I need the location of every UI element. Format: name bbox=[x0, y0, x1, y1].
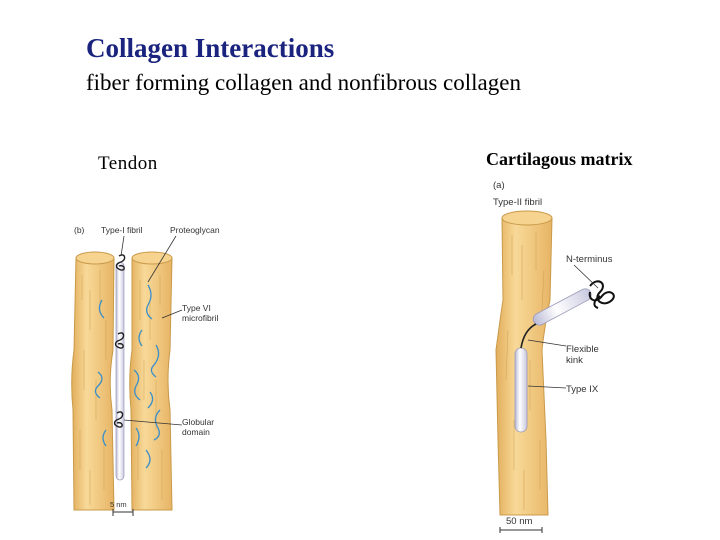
tendon-panel-letter: (b) bbox=[74, 225, 85, 235]
n-terminus-icon bbox=[590, 281, 614, 308]
cartilage-scale-bar bbox=[500, 527, 542, 533]
proteoglycan-label: Proteoglycan bbox=[170, 225, 220, 235]
globular-label-line2: domain bbox=[182, 427, 210, 437]
type-vi-label-line2: microfibril bbox=[182, 313, 218, 323]
type-i-collagen-rod bbox=[116, 262, 124, 480]
type-vi-label-line1: Type VI bbox=[182, 303, 211, 313]
type-i-fibril-label: Type-I fibril bbox=[101, 225, 143, 235]
tendon-fibril-left bbox=[72, 252, 114, 510]
cartilage-diagram: (a) Type-II fibril N-terminus Flexible k… bbox=[493, 180, 614, 533]
flexible-label-line2: kink bbox=[566, 355, 583, 366]
cartilage-scale-label: 50 nm bbox=[506, 516, 532, 527]
tendon-scale-bar bbox=[113, 509, 133, 516]
n-terminus-label: N-terminus bbox=[566, 254, 613, 265]
globular-label-line1: Globular bbox=[182, 417, 214, 427]
type-ix-label: Type IX bbox=[566, 384, 599, 395]
type-ii-fibril-label: Type-II fibril bbox=[493, 197, 542, 208]
flexible-label-line1: Flexible bbox=[566, 344, 599, 355]
tendon-diagram: (b) Type-I fibril Proteoglycan Type VI m… bbox=[72, 225, 220, 516]
cartilage-panel-letter: (a) bbox=[493, 180, 505, 191]
tendon-scale-label: 5 nm bbox=[110, 500, 127, 509]
